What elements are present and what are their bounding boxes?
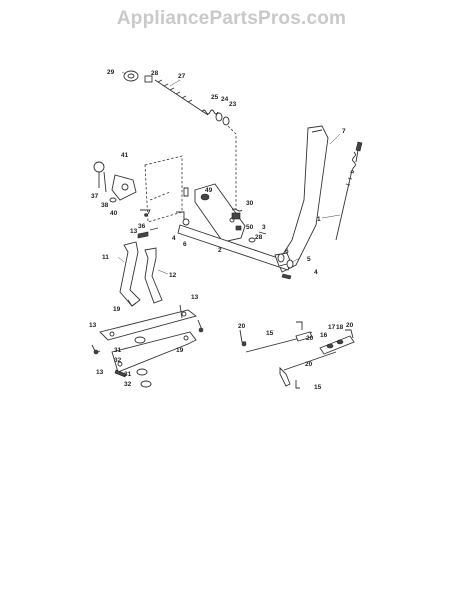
pin-3[interactable] bbox=[258, 231, 267, 235]
rod-15-upper[interactable] bbox=[245, 331, 313, 353]
label-18: 18 bbox=[336, 324, 344, 331]
bracket-41[interactable] bbox=[111, 174, 137, 201]
label-15-lower: 15 bbox=[314, 384, 322, 391]
label-6-left: 6 bbox=[183, 241, 187, 248]
label-25: 25 bbox=[211, 94, 219, 101]
label-30: 30 bbox=[246, 200, 254, 207]
clip-20-lower[interactable] bbox=[295, 380, 300, 389]
label-20-far-right: 20 bbox=[346, 322, 354, 329]
label-29: 29 bbox=[107, 69, 115, 76]
label-6-right: 6 bbox=[285, 248, 289, 255]
handle-grip-7[interactable] bbox=[355, 141, 363, 163]
lift-link-12[interactable] bbox=[144, 247, 163, 304]
rod-1[interactable] bbox=[335, 169, 355, 241]
clip-20-upper-right[interactable] bbox=[296, 321, 303, 330]
spring-25[interactable] bbox=[201, 109, 219, 115]
label-50: 50 bbox=[246, 224, 254, 231]
washer-32-lower[interactable] bbox=[140, 380, 152, 388]
cable-path-dashed bbox=[227, 125, 237, 210]
lift-lever-7[interactable] bbox=[277, 125, 356, 273]
label-11: 11 bbox=[102, 254, 109, 261]
label-32-lower: 32 bbox=[124, 381, 132, 388]
washer-6-right[interactable] bbox=[277, 253, 285, 263]
label-12: 12 bbox=[169, 272, 177, 279]
lift-arm-19-lower[interactable] bbox=[111, 331, 197, 373]
label-19-lower: 19 bbox=[176, 347, 184, 354]
label-3: 3 bbox=[262, 224, 266, 231]
rod-15-lower[interactable] bbox=[279, 351, 337, 387]
bolt-upper-right[interactable] bbox=[179, 304, 183, 319]
watermark-text: AppliancePartsPros.com bbox=[116, 8, 347, 29]
label-4-right: 4 bbox=[314, 269, 318, 276]
label-41: 41 bbox=[121, 152, 129, 159]
label-20-left: 20 bbox=[238, 323, 246, 330]
label-16: 16 bbox=[320, 332, 328, 339]
label-13-right: 13 bbox=[191, 294, 199, 301]
label-49: 49 bbox=[205, 187, 213, 194]
washer-6-left[interactable] bbox=[182, 218, 190, 226]
knob-29[interactable] bbox=[123, 70, 139, 82]
label-7: 7 bbox=[342, 128, 346, 135]
label-32-upper: 32 bbox=[114, 357, 122, 364]
label-17: 17 bbox=[328, 324, 336, 331]
lift-arm-19-upper[interactable] bbox=[99, 309, 198, 341]
clip-23[interactable] bbox=[222, 116, 230, 126]
label-28-top: 28 bbox=[151, 70, 159, 77]
label-37: 37 bbox=[91, 193, 99, 200]
clip-20-far-right[interactable] bbox=[345, 329, 354, 339]
pin-13-right[interactable] bbox=[197, 319, 204, 333]
clip-upper[interactable] bbox=[183, 187, 189, 197]
washer-31-upper[interactable] bbox=[134, 336, 146, 344]
bracket-16-17-18[interactable] bbox=[319, 335, 355, 355]
label-27: 27 bbox=[178, 73, 186, 80]
label-38: 38 bbox=[101, 202, 109, 209]
knob-37[interactable] bbox=[93, 161, 105, 188]
label-4-left: 4 bbox=[172, 235, 176, 242]
spring-30[interactable] bbox=[231, 208, 243, 220]
bolt-50[interactable] bbox=[235, 225, 242, 231]
label-13-top: 13 bbox=[130, 228, 138, 235]
label-2: 2 bbox=[218, 247, 222, 254]
pin-4-left[interactable] bbox=[176, 211, 185, 220]
label-36: 36 bbox=[138, 223, 146, 230]
label-20-lower: 20 bbox=[305, 361, 313, 368]
label-24: 24 bbox=[221, 96, 229, 103]
label-5: 5 bbox=[307, 256, 311, 263]
clip-20-left[interactable] bbox=[239, 329, 247, 347]
label-13-bottom: 13 bbox=[96, 369, 104, 376]
washer-5[interactable] bbox=[286, 259, 294, 269]
label-13-left: 13 bbox=[89, 322, 97, 329]
pin-13-left[interactable] bbox=[91, 344, 101, 355]
pin-13-top[interactable] bbox=[137, 227, 159, 239]
clip-28[interactable] bbox=[248, 237, 256, 243]
pin-13-bottom[interactable] bbox=[114, 369, 127, 378]
pin-4-right[interactable] bbox=[281, 273, 292, 280]
label-31-upper: 31 bbox=[114, 347, 122, 354]
label-20-mid: 20 bbox=[306, 335, 314, 342]
label-15-upper: 15 bbox=[266, 330, 274, 337]
pin-36[interactable] bbox=[140, 209, 151, 217]
label-23: 23 bbox=[229, 101, 237, 108]
mounting-plate-dashed bbox=[144, 155, 183, 223]
plate-guide-dashed bbox=[149, 191, 171, 201]
nut-28-top[interactable] bbox=[144, 75, 153, 83]
leader-lines bbox=[117, 71, 341, 275]
washer-31-lower[interactable] bbox=[136, 368, 148, 376]
cable-rod-27[interactable] bbox=[154, 79, 209, 116]
lift-link-11[interactable] bbox=[119, 241, 141, 307]
label-31-lower: 31 bbox=[124, 371, 132, 378]
washer-40[interactable] bbox=[109, 197, 117, 203]
washer-24[interactable] bbox=[215, 112, 223, 122]
label-1: 1 bbox=[317, 216, 321, 223]
bolt-38[interactable] bbox=[103, 171, 107, 193]
label-19-upper: 19 bbox=[113, 306, 121, 313]
label-28-mid: 28 bbox=[255, 234, 263, 241]
pivot-bracket-49[interactable] bbox=[194, 183, 246, 243]
label-40: 40 bbox=[110, 210, 118, 217]
